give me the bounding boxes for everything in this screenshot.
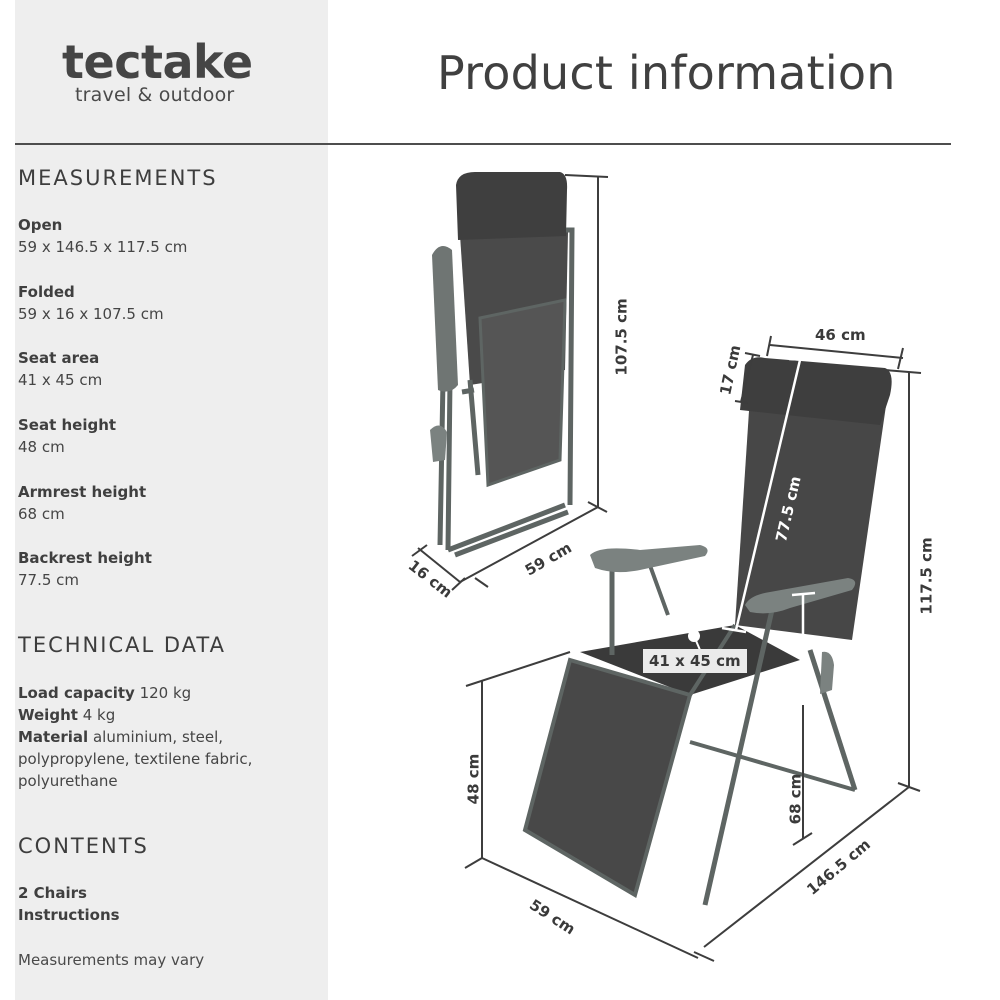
- weight-label: Weight: [18, 706, 78, 724]
- folded-dimension-lines: [411, 174, 609, 591]
- open-chair-illustration: [522, 357, 892, 906]
- headrest-width-label: 46 cm: [815, 326, 866, 344]
- measure-value-seat-height: 48 cm: [18, 438, 65, 456]
- material-value-1: aluminium, steel,: [92, 728, 224, 746]
- brand-tagline: travel & outdoor: [75, 84, 235, 106]
- weight-value: 4 kg: [82, 706, 116, 724]
- measure-value-armrest-height: 68 cm: [18, 505, 65, 523]
- brand-name: tectake: [62, 35, 253, 89]
- sidebar: [15, 0, 328, 1000]
- folded-height-label: 107.5 cm: [612, 298, 631, 376]
- material-value-3: polyurethane: [18, 772, 118, 790]
- armrest-height-label: 68 cm: [786, 773, 805, 825]
- load-capacity-value: 120 kg: [139, 684, 192, 702]
- header-divider: [15, 143, 951, 145]
- measure-label-armrest-height: Armrest height: [18, 483, 147, 501]
- technical-heading: TECHNICAL DATA: [18, 633, 226, 657]
- folded-chair-illustration: [430, 172, 575, 558]
- seat-area-label: 41 x 45 cm: [643, 649, 747, 673]
- measure-value-seat-area: 41 x 45 cm: [18, 371, 103, 389]
- contents-item-chairs: 2 Chairs: [18, 884, 87, 902]
- brand-logo: tectake travel & outdoor: [62, 35, 253, 106]
- seat-height-label: 48 cm: [464, 753, 483, 805]
- contents-heading: CONTENTS: [18, 834, 149, 858]
- material-line: Material aluminium, steel,: [18, 726, 223, 748]
- measure-label-folded: Folded: [18, 283, 75, 301]
- measurements-note: Measurements may vary: [18, 951, 205, 969]
- measure-label-open: Open: [18, 216, 63, 234]
- measure-value-folded: 59 x 16 x 107.5 cm: [18, 305, 164, 323]
- page-title: Product information: [437, 46, 896, 100]
- measure-value-backrest-height: 77.5 cm: [18, 571, 80, 589]
- measure-value-open: 59 x 146.5 x 117.5 cm: [18, 238, 188, 256]
- backrest-indicator-lines: [721, 357, 816, 705]
- measurements-heading: MEASUREMENTS: [18, 166, 218, 190]
- load-capacity-label: Load capacity: [18, 684, 135, 702]
- measure-label-seat-area: Seat area: [18, 349, 100, 367]
- measure-label-backrest-height: Backrest height: [18, 549, 152, 567]
- load-capacity-line: Load capacity 120 kg: [18, 682, 191, 704]
- contents-item-instructions: Instructions: [18, 906, 120, 924]
- weight-line: Weight 4 kg: [18, 704, 115, 726]
- material-label: Material: [18, 728, 89, 746]
- measure-label-seat-height: Seat height: [18, 416, 117, 434]
- material-value-2: polypropylene, textilene fabric,: [18, 750, 253, 768]
- total-height-label: 117.5 cm: [917, 537, 936, 615]
